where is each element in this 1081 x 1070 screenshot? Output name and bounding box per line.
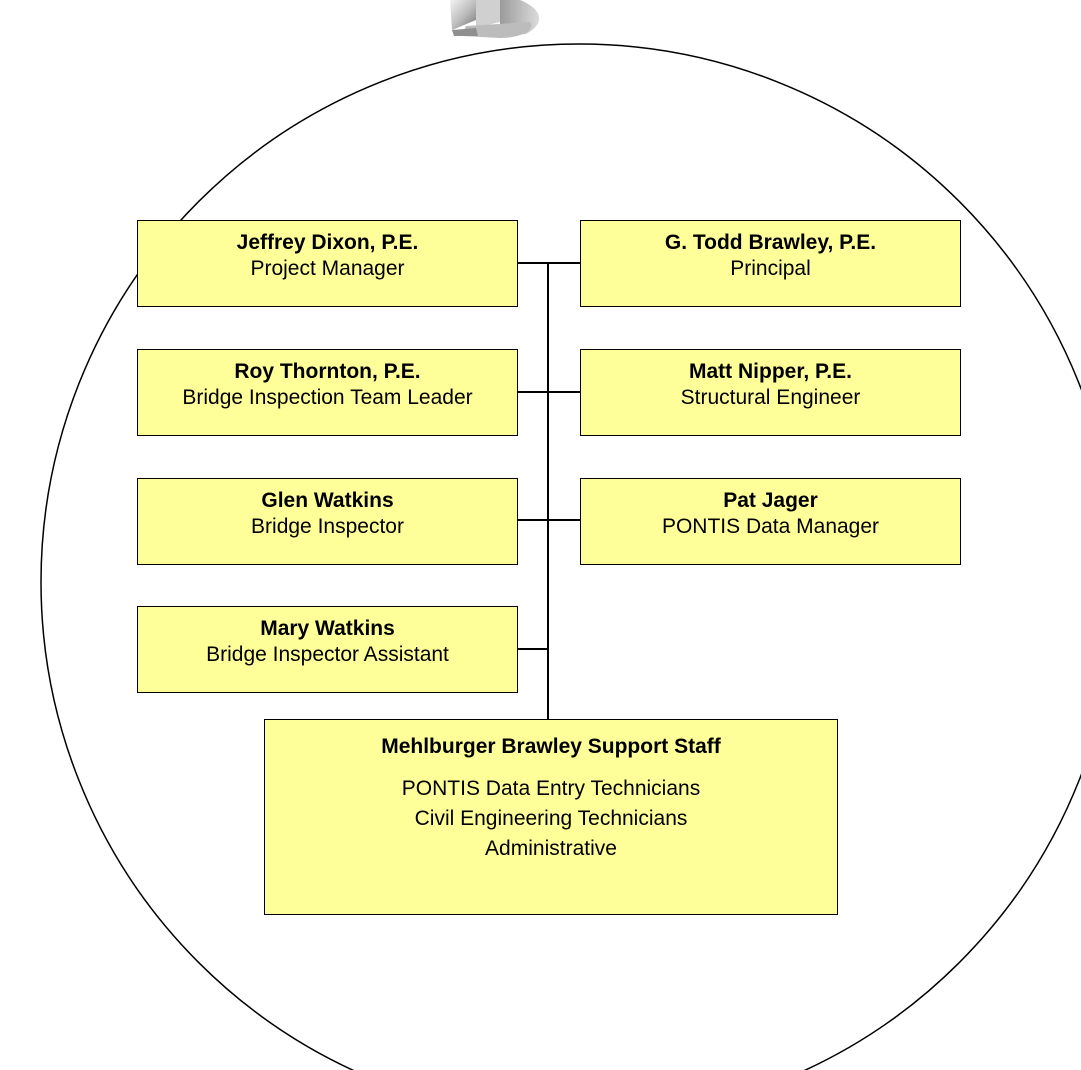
person-name: Matt Nipper, P.E. bbox=[689, 360, 852, 383]
org-box-roy-thornton: Roy Thornton, P.E. Bridge Inspection Tea… bbox=[137, 349, 518, 436]
org-box-matt-nipper: Matt Nipper, P.E. Structural Engineer bbox=[580, 349, 961, 436]
org-box-todd-brawley: G. Todd Brawley, P.E. Principal bbox=[580, 220, 961, 307]
person-name: Mary Watkins bbox=[260, 617, 395, 640]
person-role: Bridge Inspection Team Leader bbox=[182, 386, 473, 409]
person-name: Roy Thornton, P.E. bbox=[234, 360, 421, 383]
company-logo-icon bbox=[448, 0, 556, 38]
person-name: Jeffrey Dixon, P.E. bbox=[236, 231, 419, 254]
support-staff-box: Mehlburger Brawley Support Staff PONTIS … bbox=[264, 719, 838, 915]
person-role: Project Manager bbox=[250, 257, 405, 280]
support-staff-item: Administrative bbox=[485, 837, 617, 860]
person-role: PONTIS Data Manager bbox=[661, 515, 880, 538]
person-role: Principal bbox=[730, 257, 811, 280]
org-box-pat-jager: Pat Jager PONTIS Data Manager bbox=[580, 478, 961, 565]
person-name: Pat Jager bbox=[723, 489, 818, 512]
org-box-mary-watkins: Mary Watkins Bridge Inspector Assistant bbox=[137, 606, 518, 693]
support-staff-item: Civil Engineering Technicians bbox=[414, 807, 688, 830]
outer-circle bbox=[40, 43, 1081, 1070]
support-staff-item: PONTIS Data Entry Technicians bbox=[401, 777, 701, 800]
org-box-glen-watkins: Glen Watkins Bridge Inspector bbox=[137, 478, 518, 565]
org-box-jeffrey-dixon: Jeffrey Dixon, P.E. Project Manager bbox=[137, 220, 518, 307]
person-role: Bridge Inspector Assistant bbox=[206, 643, 449, 666]
connector-lines bbox=[518, 262, 580, 719]
person-role: Structural Engineer bbox=[680, 386, 861, 409]
person-role: Bridge Inspector bbox=[251, 515, 404, 538]
person-name: Glen Watkins bbox=[261, 489, 394, 512]
support-staff-title: Mehlburger Brawley Support Staff bbox=[381, 735, 721, 758]
person-name: G. Todd Brawley, P.E. bbox=[664, 231, 877, 254]
